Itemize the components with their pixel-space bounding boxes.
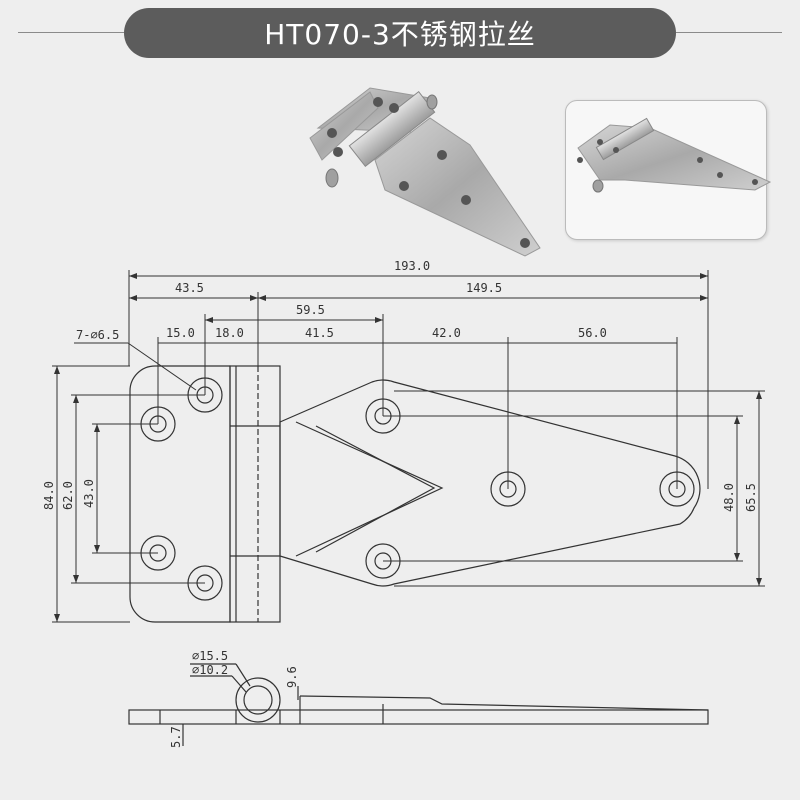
title-rule-left — [18, 32, 124, 33]
hinge-side-view — [128, 663, 709, 746]
dim-149-5: 149.5 — [466, 281, 502, 295]
dimension-lines — [52, 270, 765, 623]
dim-knuckle-inner: ⌀10.2 — [192, 663, 228, 677]
dim-15: 15.0 — [166, 326, 195, 340]
dim-holes: 7-⌀6.5 — [76, 328, 119, 342]
title-banner: HT070-3不锈钢拉丝 — [124, 8, 676, 58]
title-rule-right — [676, 32, 782, 33]
dim-overall-width: 193.0 — [394, 259, 430, 273]
dim-43-5: 43.5 — [175, 281, 204, 295]
hinge-plan-view — [129, 365, 701, 623]
dim-height-48: 48.0 — [722, 483, 736, 512]
dim-18: 18.0 — [215, 326, 244, 340]
dimension-arrows — [54, 273, 762, 622]
product-photo-main — [309, 87, 541, 257]
dim-41-5: 41.5 — [305, 326, 334, 340]
product-photo-small — [577, 117, 772, 193]
dim-height-84: 84.0 — [42, 481, 56, 510]
dim-9-6: 9.6 — [285, 666, 299, 688]
dim-knuckle-outer: ⌀15.5 — [192, 649, 228, 663]
dim-42: 42.0 — [432, 326, 461, 340]
dim-56: 56.0 — [578, 326, 607, 340]
dim-height-43: 43.0 — [82, 479, 96, 508]
dim-59-5: 59.5 — [296, 303, 325, 317]
dim-5-7: 5.7 — [169, 726, 183, 748]
dim-height-62: 62.0 — [61, 481, 75, 510]
dim-height-65-5: 65.5 — [744, 483, 758, 512]
mounting-holes — [140, 377, 695, 601]
page-title: HT070-3不锈钢拉丝 — [264, 18, 536, 51]
